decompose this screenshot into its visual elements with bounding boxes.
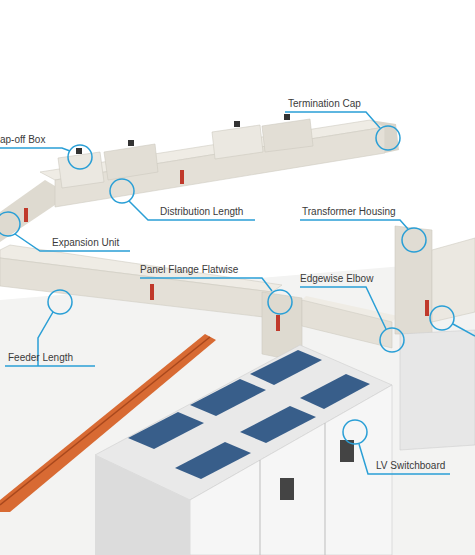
callout-label: Transformer Housing bbox=[302, 206, 396, 218]
callout-circle bbox=[402, 228, 426, 252]
joint-clamp bbox=[24, 208, 28, 222]
blue-panel bbox=[190, 379, 266, 416]
leader-line bbox=[285, 112, 380, 128]
leader-line bbox=[453, 324, 475, 336]
duct-right bbox=[432, 238, 475, 322]
callout-label: Feeder Length bbox=[8, 352, 73, 364]
callout-circle bbox=[68, 145, 92, 169]
joint-clamp bbox=[150, 284, 154, 300]
knob bbox=[76, 148, 82, 154]
tap-off-box bbox=[212, 125, 263, 159]
callout-circle bbox=[268, 290, 292, 314]
joint-clamp bbox=[276, 315, 280, 331]
knob bbox=[128, 140, 134, 146]
knob bbox=[234, 121, 240, 127]
blue-panel bbox=[300, 374, 370, 409]
leader-line bbox=[140, 278, 272, 291]
callout-circle bbox=[376, 126, 400, 150]
switchboard-side bbox=[95, 455, 190, 555]
callout-label: Edgewise Elbow bbox=[300, 273, 373, 285]
joint-clamp bbox=[425, 300, 429, 316]
leader-line bbox=[0, 148, 70, 151]
callout-circle bbox=[0, 212, 20, 236]
expansion-unit bbox=[0, 180, 55, 242]
termination-cap bbox=[370, 120, 399, 153]
knob bbox=[284, 114, 290, 120]
callout-circle bbox=[380, 328, 404, 352]
callout-label: Expansion Unit bbox=[52, 237, 119, 249]
door-line bbox=[260, 460, 261, 555]
feeder-front bbox=[0, 258, 272, 318]
leader-line bbox=[15, 234, 130, 251]
transformer-housing bbox=[395, 226, 432, 334]
cabinet bbox=[400, 330, 475, 450]
callout-circle bbox=[110, 179, 134, 203]
blue-panel bbox=[240, 406, 316, 443]
door-line bbox=[325, 423, 326, 555]
blue-panel bbox=[128, 412, 204, 449]
callout-label: Panel Flange Flatwise bbox=[140, 264, 238, 276]
callout-label: Termination Cap bbox=[288, 98, 361, 110]
meter bbox=[280, 478, 294, 500]
callout-label: LV Switchboard bbox=[376, 460, 445, 472]
callout-label: ap-off Box bbox=[0, 134, 45, 146]
tap-off-box bbox=[104, 144, 158, 180]
leader-line bbox=[300, 287, 386, 329]
callout-circle bbox=[430, 306, 454, 330]
blue-panel bbox=[250, 350, 322, 385]
duct-front bbox=[302, 300, 392, 348]
callout-label: Distribution Length bbox=[160, 206, 243, 218]
callout-circle bbox=[343, 420, 367, 444]
leader-line bbox=[300, 220, 408, 229]
leader-line bbox=[129, 201, 255, 220]
tap-off-box bbox=[262, 119, 313, 152]
joint-clamp bbox=[180, 170, 184, 184]
leader-line bbox=[359, 444, 450, 474]
blue-panel bbox=[175, 442, 251, 479]
callout-circle bbox=[48, 290, 72, 314]
tap-off-box bbox=[58, 152, 104, 188]
leader-line bbox=[5, 365, 95, 367]
